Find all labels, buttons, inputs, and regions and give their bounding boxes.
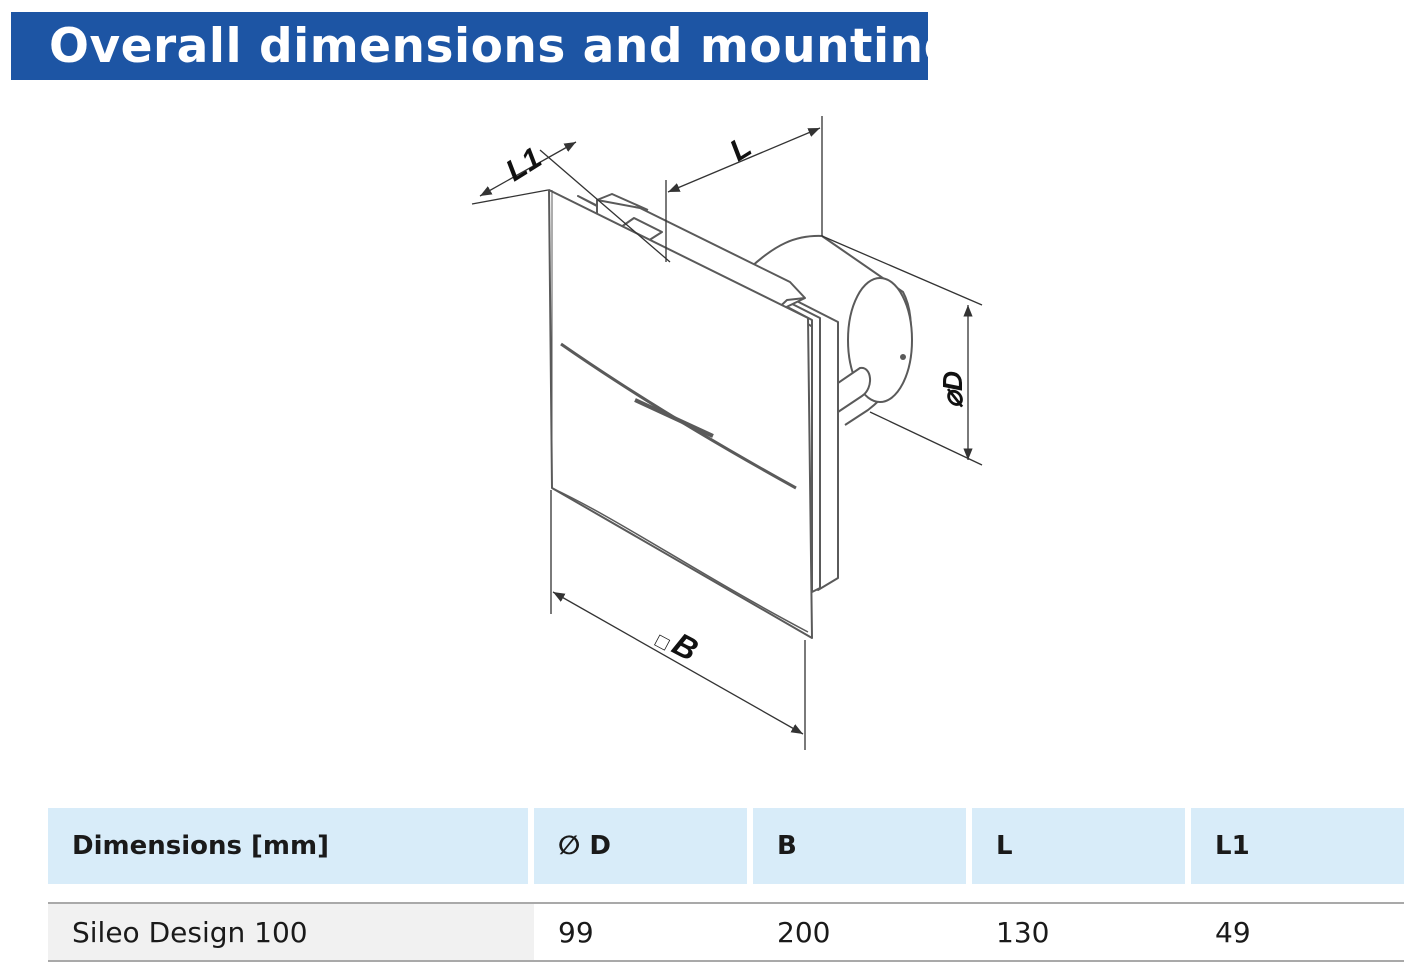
spigot: [837, 366, 871, 413]
cell-l: 130: [972, 902, 1191, 962]
d-ext-top: [821, 235, 983, 306]
l1-dim: [479, 141, 577, 197]
label-l: L: [724, 130, 757, 168]
cell-diameter: 99: [534, 902, 753, 962]
title-bar: Overall dimensions and mounting: [11, 12, 957, 80]
header-b: B: [753, 808, 972, 884]
motor-dot: [900, 354, 906, 360]
b-dim: [552, 591, 804, 735]
header-diameter: ∅ D: [534, 808, 753, 884]
d-ext-bot: [869, 411, 983, 466]
page-title: Overall dimensions and mounting: [49, 18, 958, 74]
header-l1: L1: [1191, 808, 1404, 884]
l1-ext-bot: [471, 189, 549, 205]
cell-model: Sileo Design 100: [48, 902, 534, 962]
l-dim: [667, 127, 821, 193]
cell-b: 200: [753, 902, 972, 962]
table-row: Sileo Design 100 99 200 130 49: [48, 902, 1404, 962]
label-d: ⌀D: [937, 371, 968, 408]
mounting-drawing: L1 L ⌀D □ B: [471, 116, 983, 750]
dimensions-table: Dimensions [mm] ∅ D B L L1 Sileo Design …: [48, 808, 1404, 962]
table-header-row: Dimensions [mm] ∅ D B L L1: [48, 808, 1404, 884]
label-b: B: [667, 625, 704, 668]
front-panel: [548, 189, 813, 639]
cell-l1: 49: [1191, 902, 1404, 962]
header-l: L: [972, 808, 1191, 884]
header-dimensions: Dimensions [mm]: [48, 808, 534, 884]
